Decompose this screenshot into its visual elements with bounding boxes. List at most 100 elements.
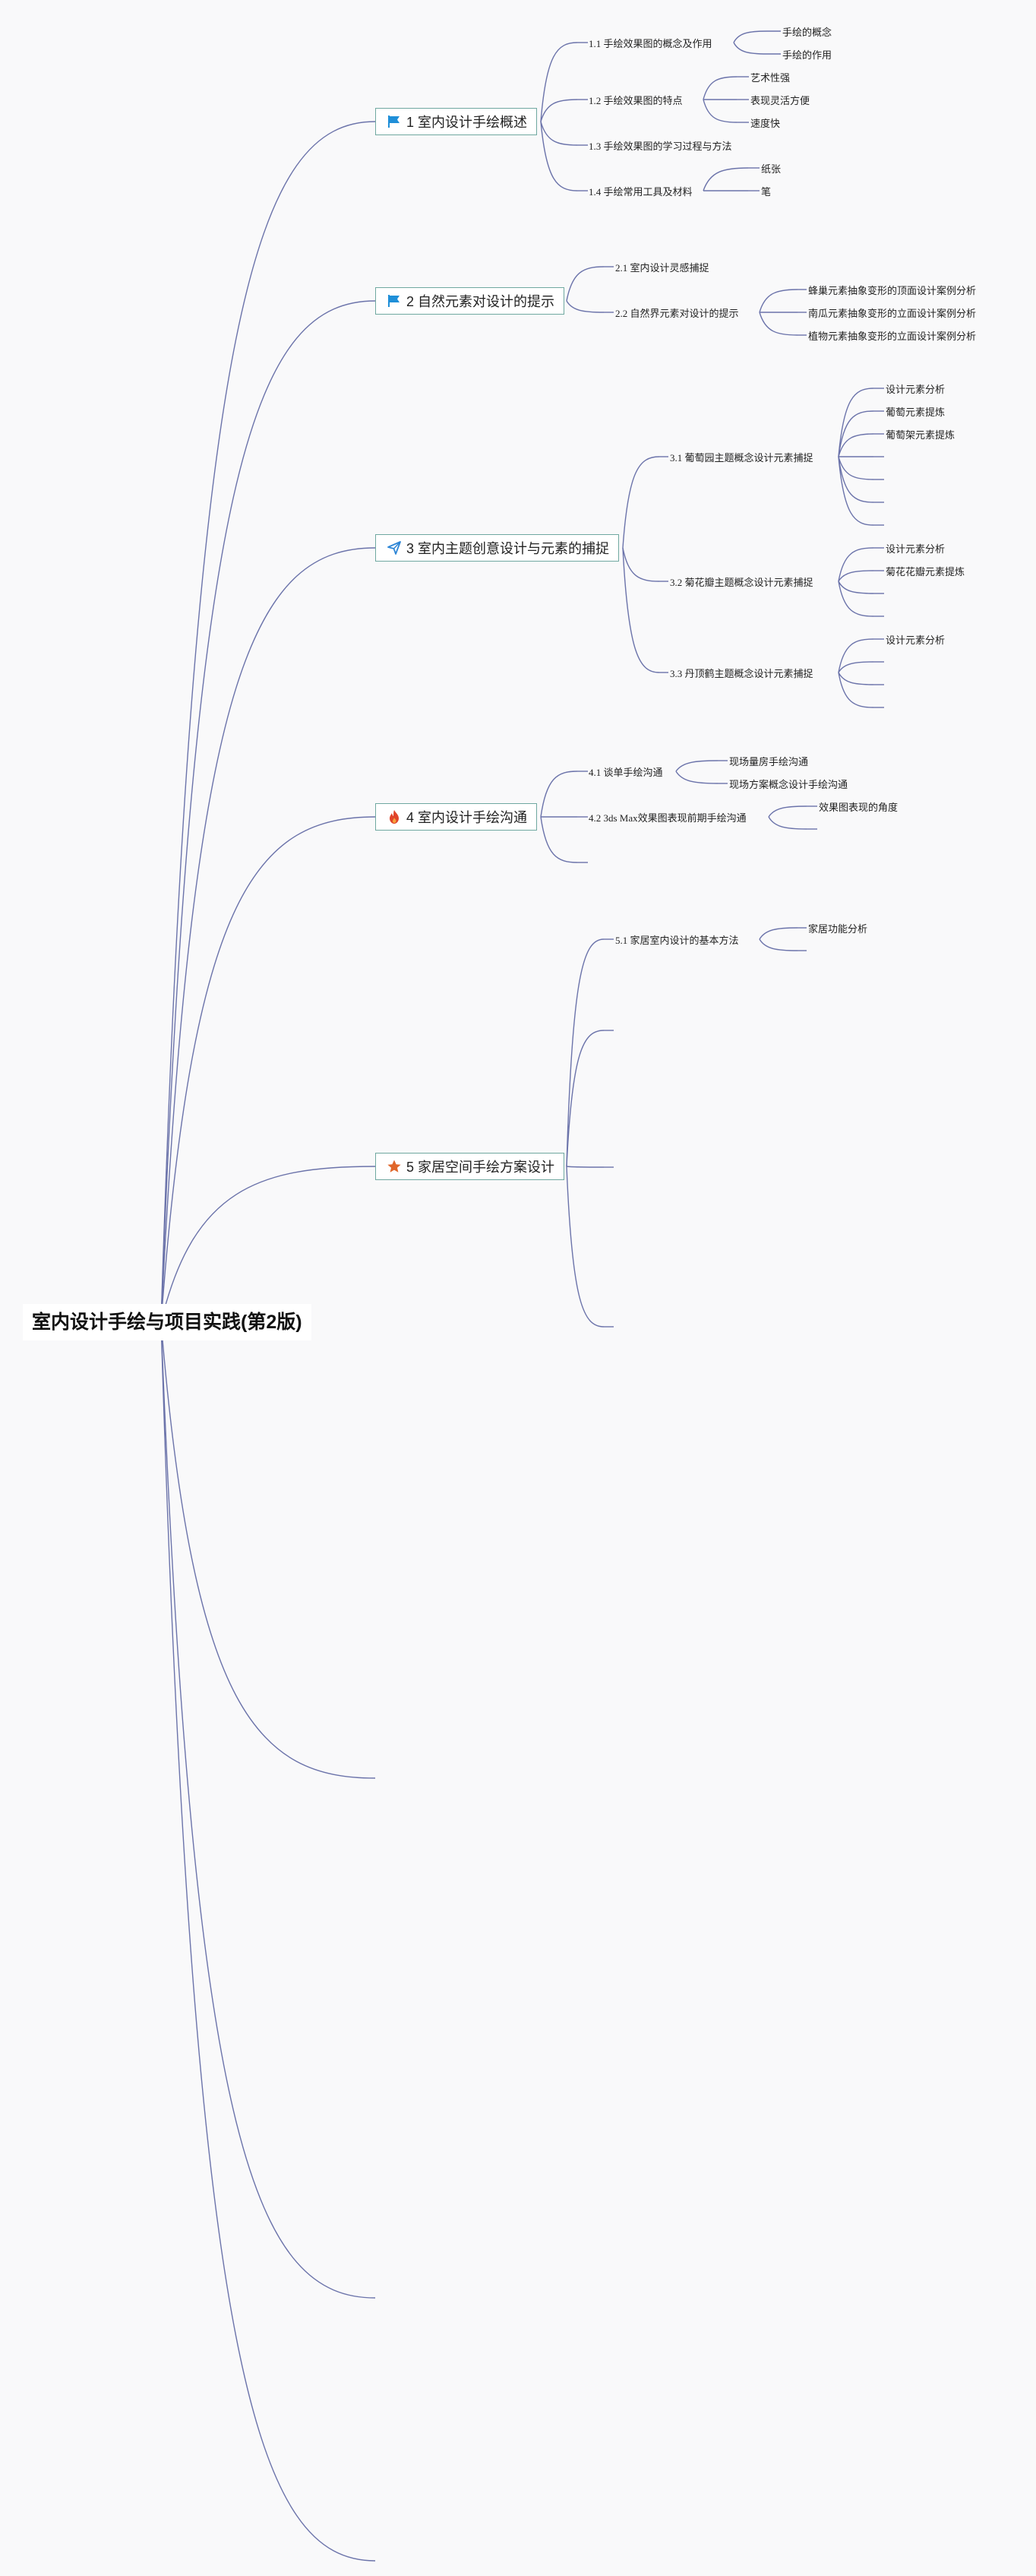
leaf-branch-line [759,312,798,336]
leaf-branch-line [838,410,874,457]
section-branch-line [540,121,578,191]
section-topic[interactable]: 1.3 手绘效果图的学习过程与方法 [589,141,732,152]
section-topic[interactable]: 4.1 谈单手绘沟通 [589,767,663,778]
section-branch-line [566,300,605,313]
leaf-branch-line [838,581,874,594]
root-topic[interactable]: 室内设计手绘与项目实践(第2版) [23,1304,311,1340]
leaf-topic[interactable]: 葡萄架元素提炼 [886,429,955,441]
chapter-1-topic[interactable]: 1 室内设计手绘概述 [375,108,538,138]
section-branch-line [566,266,605,302]
leaf-branch-line [838,570,874,582]
leaf-branch-line [759,938,798,951]
leaf-branch-line [838,388,874,457]
leaf-topic[interactable]: 笔 [761,186,772,198]
leaf-branch-line [759,289,798,313]
leaf-branch-line [838,672,874,708]
leaf-branch-line [675,760,719,772]
section-topic[interactable]: 3.2 菊花瓣主题概念设计元素捕捉 [670,577,813,588]
chapter-5-topic[interactable]: 5 家居空间手绘方案设计 [375,1153,565,1183]
section-topic[interactable]: 3.3 丹顶鹤主题概念设计元素捕捉 [670,668,813,679]
leaf-topic[interactable]: 纸张 [761,163,782,175]
leaf-topic[interactable]: 设计元素分析 [886,384,946,395]
root-branch-line [160,300,376,1323]
leaf-topic[interactable]: 设计元素分析 [886,543,946,555]
root-branch-line [160,1321,376,2562]
leaf-branch-line [703,76,738,100]
leaf-branch-line [703,167,749,191]
leaf-branch-line [838,456,874,503]
section-branch-line [622,456,660,549]
leaf-branch-line [838,581,874,617]
section-branch-line [566,938,605,1167]
leaf-branch-line [838,661,874,673]
leaf-branch-line [838,433,874,457]
root-branch-line [160,1166,376,1323]
leaf-topic[interactable]: 现场量房手绘沟通 [729,756,809,767]
chapter-label: 2 自然元素对设计的提示 [406,294,555,309]
root-branch-line [160,547,376,1323]
section-topic[interactable]: 1.2 手绘效果图的特点 [589,95,683,106]
section-topic[interactable]: 2.2 自然界元素对设计的提示 [615,308,739,319]
leaf-topic[interactable]: 艺术性强 [750,72,791,84]
leaf-branch-line [838,456,874,480]
flame-icon [387,806,403,834]
flag-icon [387,111,403,138]
leaf-topic[interactable]: 植物元素抽象变形的立面设计案例分析 [808,331,977,342]
leaf-topic[interactable]: 效果图表现的角度 [819,802,899,813]
leaf-topic[interactable]: 设计元素分析 [886,635,946,646]
star-icon [387,1156,403,1183]
leaf-branch-line [768,816,807,830]
flag-icon [387,290,403,318]
section-topic[interactable]: 4.2 3ds Max效果图表现前期手绘沟通 [589,812,747,824]
leaf-topic[interactable]: 表现灵活方便 [750,95,810,106]
section-topic[interactable]: 1.4 手绘常用工具及材料 [589,186,693,198]
root-branch-line [160,1321,376,2299]
leaf-branch-line [675,771,719,784]
leaf-branch-line [733,42,768,55]
leaf-branch-line [838,638,874,673]
section-branch-line [540,99,578,122]
leaf-branch-line [768,805,807,818]
leaf-branch-line [703,99,738,123]
chapter-2-topic[interactable]: 2 自然元素对设计的提示 [375,287,565,318]
leaf-branch-line [838,672,874,685]
root-branch-line [160,121,376,1323]
section-branch-line [566,1166,605,1168]
chapter-label: 5 家居空间手绘方案设计 [406,1160,555,1175]
chapter-label: 4 室内设计手绘沟通 [406,810,528,825]
section-branch-line [622,547,660,582]
leaf-topic[interactable]: 家居功能分析 [808,923,868,935]
leaf-branch-line [759,927,798,940]
leaf-topic[interactable]: 手绘的作用 [782,49,832,61]
section-branch-line [622,547,660,673]
leaf-branch-line [838,547,874,582]
leaf-branch-line [733,30,768,43]
root-branch-line [160,1321,376,1779]
root-branch-line [160,816,376,1323]
leaf-topic[interactable]: 蜂巢元素抽象变形的顶面设计案例分析 [808,285,977,296]
section-branch-line [540,121,578,146]
section-topic[interactable]: 1.1 手绘效果图的概念及作用 [589,38,712,49]
chapter-3-topic[interactable]: 3 室内主题创意设计与元素的捕捉 [375,534,620,565]
section-branch-line [540,42,578,122]
leaf-topic[interactable]: 南瓜元素抽象变形的立面设计案例分析 [808,308,977,319]
section-topic[interactable]: 3.1 葡萄园主题概念设计元素捕捉 [670,452,813,464]
leaf-topic[interactable]: 手绘的概念 [782,27,832,38]
section-branch-line [540,771,578,818]
section-branch-line [540,816,578,863]
leaf-topic[interactable]: 速度快 [750,118,781,129]
section-topic[interactable]: 2.1 室内设计灵感捕捉 [615,262,709,274]
leaf-branch-line [838,456,874,526]
leaf-topic[interactable]: 葡萄元素提炼 [886,407,946,418]
leaf-topic[interactable]: 菊花花瓣元素提炼 [886,566,965,578]
section-branch-line [566,1030,605,1167]
paper-plane-icon [387,537,403,565]
chapter-label: 1 室内设计手绘概述 [406,115,528,130]
chapter-4-topic[interactable]: 4 室内设计手绘沟通 [375,803,538,834]
leaf-topic[interactable]: 现场方案概念设计手绘沟通 [729,779,848,790]
chapter-label: 3 室内主题创意设计与元素的捕捉 [406,541,610,556]
section-branch-line [566,1166,605,1328]
section-topic[interactable]: 5.1 家居室内设计的基本方法 [615,935,739,946]
